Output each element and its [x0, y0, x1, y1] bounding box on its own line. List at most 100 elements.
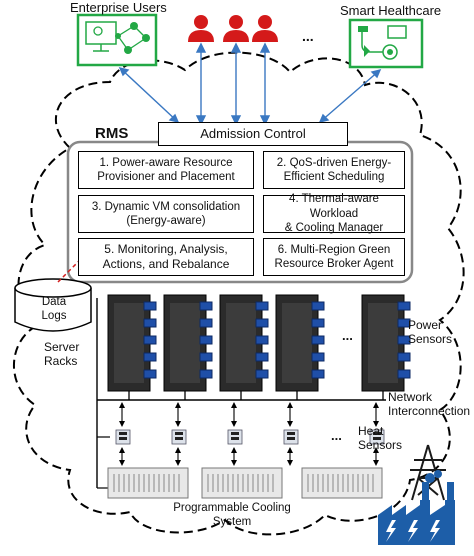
cooling-arrowhead — [373, 460, 379, 466]
cooling-unit-icon — [201, 467, 283, 499]
sensor-band — [287, 437, 295, 440]
cooling-arrowhead — [175, 460, 181, 466]
sensor-band — [175, 432, 183, 435]
power-sensor-module — [311, 318, 325, 328]
cooler-body — [201, 467, 283, 499]
server-rack-icon — [107, 294, 157, 427]
sensor-arrowhead — [119, 421, 125, 427]
server-rack-icon — [275, 294, 325, 427]
admission-control-box: Admission Control — [158, 122, 348, 146]
power-sensor-module — [311, 301, 325, 311]
module-power-aware-provisioner: 1. Power-aware Resource Provisioner and … — [78, 151, 254, 189]
power-sensor-module — [199, 352, 213, 362]
cooler-body — [301, 467, 383, 499]
infrastructure — [96, 294, 411, 499]
power-sensor-module — [255, 352, 269, 362]
power-sensor-module — [143, 369, 157, 379]
sensor-arrowhead — [119, 402, 125, 408]
power-sensor-module — [199, 369, 213, 379]
power-sensor-module — [397, 369, 411, 379]
power-sensor-module — [311, 369, 325, 379]
cooling-arrowhead — [175, 447, 181, 453]
cooling-unit-icon — [301, 467, 383, 499]
cooling-arrowhead — [231, 460, 237, 466]
cooling-system-label: Programmable Cooling System — [173, 502, 291, 528]
rack-door — [282, 303, 312, 383]
sensor-arrowhead — [175, 402, 181, 408]
power-sensor-module — [311, 352, 325, 362]
sensor-band — [231, 432, 239, 435]
sensor-band — [119, 432, 127, 435]
module-vm-consolidation: 3. Dynamic VM consolidation (Energy-awar… — [78, 195, 254, 233]
sensor-band — [373, 432, 381, 435]
network-interconnection-label: Network Interconnection — [388, 390, 471, 419]
rack-door — [114, 303, 144, 383]
rack-door — [170, 303, 200, 383]
module-green-broker: 6. Multi-Region Green Resource Broker Ag… — [263, 238, 405, 276]
enterprise-users-label: Enterprise Users — [70, 0, 167, 15]
temperature-sensor-icon — [369, 429, 385, 466]
sensor-band — [175, 437, 183, 440]
power-sensor-module — [397, 301, 411, 311]
server-rack-icon — [219, 294, 269, 427]
server-rack-icon — [163, 294, 213, 427]
power-sensor-module — [255, 369, 269, 379]
power-sensor-module — [143, 301, 157, 311]
power-sensor-module — [199, 318, 213, 328]
power-sensor-module — [255, 301, 269, 311]
power-sensor-module — [311, 335, 325, 345]
cooling-unit-icon — [107, 467, 189, 499]
temperature-sensor-icon — [171, 429, 187, 466]
heat-sensors-label: Heat Sensors — [358, 424, 403, 453]
smart-healthcare-label: Smart Healthcare — [340, 3, 442, 18]
sensor-arrowhead — [175, 421, 181, 427]
sensor-arrowhead — [231, 402, 237, 408]
data-logs-label: Data Logs — [41, 296, 67, 322]
power-sensor-module — [397, 352, 411, 362]
database-icon — [14, 278, 92, 332]
sensor-arrowhead — [287, 402, 293, 408]
rack-ellipsis: ... — [342, 328, 353, 343]
power-sensor-module — [199, 301, 213, 311]
power-sensor-module — [143, 318, 157, 328]
rack-door — [226, 303, 256, 383]
temperature-sensor-icon — [227, 429, 243, 466]
sensor-arrowhead — [287, 421, 293, 427]
cooling-arrowhead — [119, 447, 125, 453]
cooling-arrowhead — [231, 447, 237, 453]
sensor-band — [373, 437, 381, 440]
server-racks-label: Server Racks — [44, 340, 80, 369]
sensor-band — [287, 432, 295, 435]
module-monitoring-rebalance: 5. Monitoring, Analysis, Actions, and Re… — [78, 238, 254, 276]
user-request-arrows — [118, 42, 382, 126]
temperature-sensor-icon — [115, 429, 131, 466]
power-sensor-module — [199, 335, 213, 345]
cooling-arrowhead — [119, 460, 125, 466]
power-plant-icon — [378, 470, 455, 545]
temperature-sensor-icon — [283, 429, 299, 466]
power-sensor-module — [255, 318, 269, 328]
rms-label: RMS — [95, 125, 129, 142]
sensor-arrowhead — [373, 421, 379, 427]
power-sensor-module — [397, 335, 411, 345]
module-thermal-aware-manager: 4. Thermal-aware Workload & Cooling Mana… — [263, 193, 405, 234]
server-rack-icon — [361, 294, 411, 427]
power-sensor-module — [397, 318, 411, 328]
user-icon — [188, 15, 278, 42]
power-sensor-module — [143, 335, 157, 345]
power-sensors-label: Power Sensors — [408, 318, 453, 347]
cooler-body — [107, 467, 189, 499]
sensor-ellipsis: ... — [331, 428, 342, 443]
cooling-arrowhead — [287, 460, 293, 466]
rack-door — [368, 303, 398, 383]
module-qos-scheduling: 2. QoS-driven Energy- Efficient Scheduli… — [263, 151, 405, 189]
cooling-arrowhead — [373, 447, 379, 453]
sensor-band — [231, 437, 239, 440]
sensor-arrowhead — [231, 421, 237, 427]
sensor-arrowhead — [373, 402, 379, 408]
power-sensor-module — [143, 352, 157, 362]
sensor-band — [119, 437, 127, 440]
medical-device-icon — [348, 18, 424, 69]
monitor-network-icon — [76, 13, 158, 67]
